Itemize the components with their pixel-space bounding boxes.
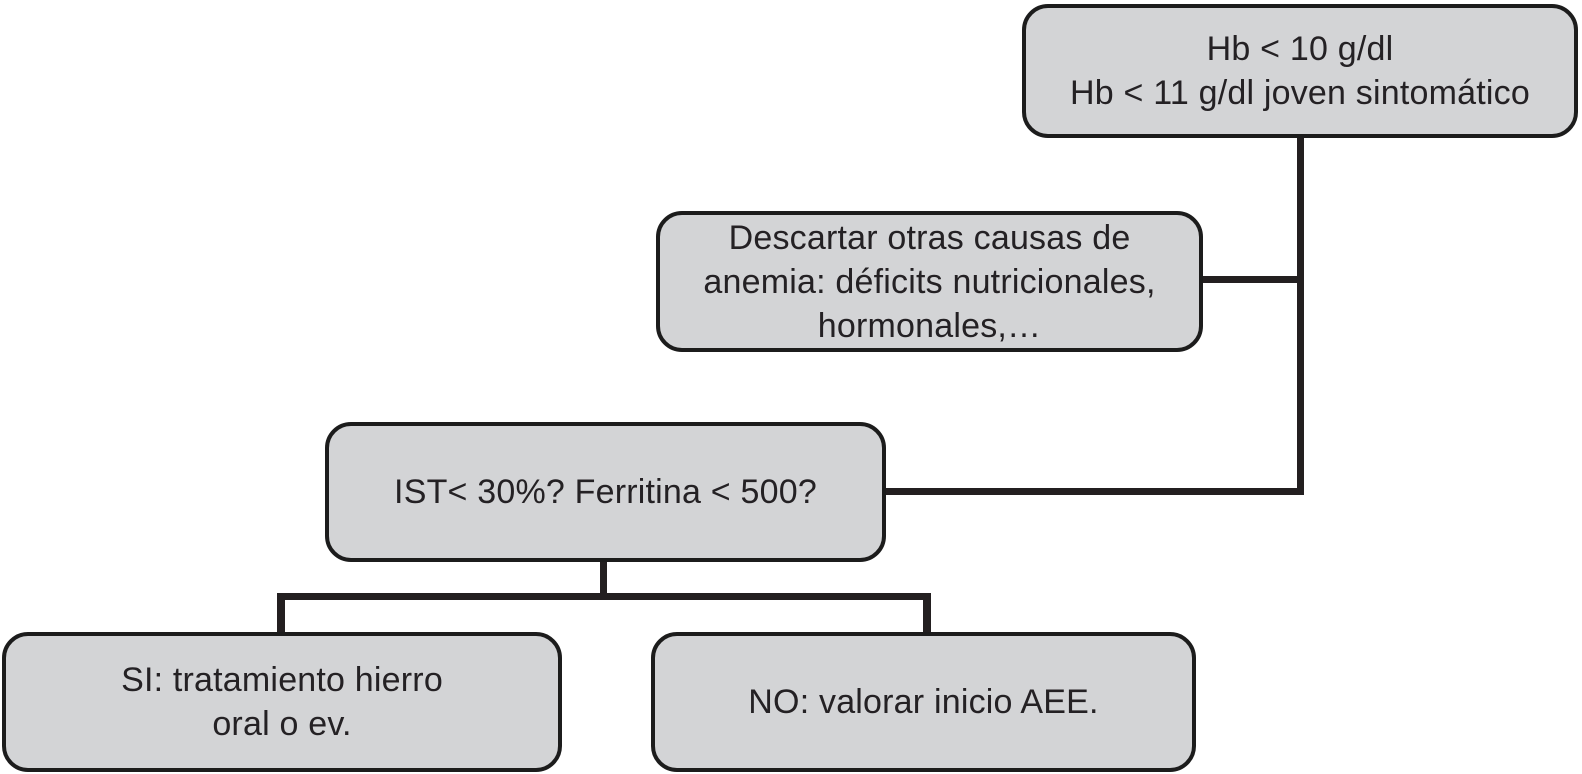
node-no-consider-aee: NO: valorar inicio AEE.: [651, 632, 1196, 772]
connector-rule-out-branch: [1203, 276, 1304, 283]
connector-ist-horizontal: [886, 488, 1304, 495]
node-text-line: Descartar otras causas de: [728, 218, 1131, 257]
connector-ist-bottom-stub: [600, 560, 607, 600]
node-text-line: NO: valorar inicio AEE.: [748, 683, 1099, 721]
connector-trunk-vertical: [1297, 137, 1304, 495]
node-yes-iron-treatment: SI: tratamiento hierro oral o ev.: [2, 632, 562, 772]
node-hb-threshold: Hb < 10 g/dl Hb < 11 g/dl joven sintomát…: [1022, 4, 1578, 138]
connector-no-stub: [923, 593, 931, 634]
node-text-line: SI: tratamiento hierro: [121, 661, 443, 699]
node-text-line: Hb < 10 g/dl: [1206, 30, 1394, 68]
node-ist-ferritin-question: IST< 30%? Ferritina < 500?: [325, 422, 886, 562]
node-text-line: Hb < 11 g/dl joven sintomático: [1070, 74, 1530, 112]
node-text-line: anemia: déficits nutricionales,: [703, 262, 1156, 301]
node-text-line: IST< 30%? Ferritina < 500?: [394, 473, 817, 511]
node-text-line: oral o ev.: [212, 705, 352, 743]
node-text-line: hormonales,…: [817, 306, 1042, 345]
connector-yes-no-split: [277, 593, 931, 600]
node-rule-out-other-causes: Descartar otras causas de anemia: défici…: [656, 211, 1203, 352]
connector-yes-stub: [277, 593, 285, 634]
